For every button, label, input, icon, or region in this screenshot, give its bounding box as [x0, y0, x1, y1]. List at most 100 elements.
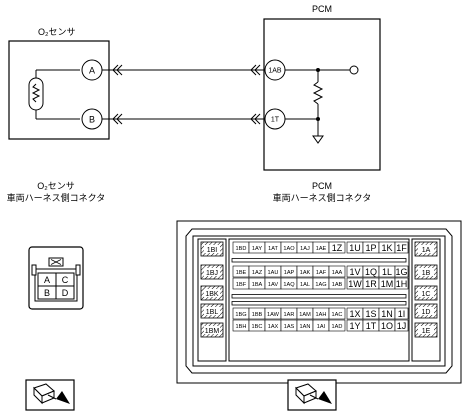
pcm-pin-label: 1AN [300, 324, 311, 330]
pcm-pin-label: 1AS [284, 324, 295, 330]
pcm-terminal-1ab-label: 1AB [268, 68, 282, 75]
pcm-left-pin-label-bg [204, 307, 220, 315]
o2-sensor-title: O₂センサ [38, 27, 76, 37]
pcm-connector-title-1: PCM [312, 181, 332, 191]
pcm-pin-cell [328, 277, 346, 290]
pcm-pin-cell [394, 241, 409, 254]
pcm-pin-label: 1I [398, 309, 406, 319]
pcm-pin-label: 1BE [236, 270, 247, 276]
o2-connector-title-2: 車両ハーネス側コネクタ [7, 192, 106, 203]
pcm-pin-cell [394, 265, 409, 278]
pcm-pin-label: 1AY [252, 246, 262, 252]
pcm-pin-label: 1AG [315, 282, 326, 288]
pcm-left-pin-label: 1BM [205, 328, 220, 335]
pcm-pin-cell [394, 277, 409, 290]
pcm-connector-title-2: 車両ハーネス側コネクタ [273, 192, 372, 203]
pcm-right-pin-label: 1A [422, 247, 431, 254]
pcm-left-pin-label-bg [204, 268, 220, 276]
pcm-left-pin-label-bg [204, 289, 220, 297]
pcm-pin-label: 1AP [284, 270, 295, 276]
sensor-terminal-a-label: A [89, 66, 95, 76]
pcm-pin-label: 1AK [300, 270, 311, 276]
pcm-pin-label: 1M [381, 279, 394, 289]
pcm-right-pin-label-bg [418, 307, 434, 315]
pcm-internal-circuit [285, 65, 359, 144]
pcm-pin-label: 1AF [316, 270, 327, 276]
pcm-left-side-pins: 1BI 1BJ 1BK 1BL 1BM [200, 241, 224, 338]
pcm-pin-label: 1AT [268, 246, 278, 252]
pcm-pin-cell [328, 307, 346, 320]
pcm-pin-label: 1AR [284, 312, 295, 318]
pcm-pin-label: 1H [396, 279, 408, 289]
pcm-pin-label: 1BB [252, 312, 263, 318]
o2-connector-title-1: O₂センサ [37, 181, 75, 191]
pcm-pin-label: 1AO [283, 246, 295, 252]
pcm-left-pin-label: 1BK [205, 291, 219, 298]
pcm-box [263, 18, 381, 171]
pcm-pin-label: 1BA [252, 282, 263, 288]
probe-hand-icon [25, 379, 75, 411]
pcm-pin-label: 1AC [332, 312, 343, 318]
pcm-pin-label: 1F [396, 243, 407, 253]
pcm-pin-label: 1AJ [300, 246, 310, 252]
pcm-pin-label: 1AX [268, 324, 279, 330]
sensor-terminal-b-label: B [89, 115, 95, 125]
pcm-pin-label: 1W [348, 279, 362, 289]
pcm-row-separators [231, 258, 407, 306]
pcm-pin-label: 1U [349, 243, 361, 253]
pcm-right-pin-label: 1E [422, 328, 431, 335]
pcm-left-pin-label-bg [204, 326, 220, 334]
pcm-right-pin-label-bg [418, 289, 434, 297]
o2-sensor-element-symbol [28, 69, 80, 120]
pcm-right-pin-label-bg [418, 268, 434, 276]
pcm-pin-label: 1Z [332, 243, 343, 253]
pcm-pin-label: 1P [365, 243, 376, 253]
pcm-pin-label: 1Q [365, 267, 377, 277]
pcm-pin-label: 1T [366, 321, 377, 331]
pcm-left-pin-label: 1BJ [206, 270, 218, 277]
pcm-left-pin-label: 1BL [206, 309, 219, 316]
pcm-pin-label: 1BH [236, 324, 247, 330]
pcm-left-pin-label: 1BI [207, 247, 218, 254]
pcm-pin-label: 1BF [236, 282, 247, 288]
pcm-pin-label: 1AZ [252, 270, 263, 276]
pcm-pin-label: 1Y [349, 321, 360, 331]
pcm-pin-label: 1N [381, 309, 393, 319]
pcm-title: PCM [312, 4, 332, 14]
pcm-right-pin-label: 1B [422, 270, 431, 277]
pcm-terminal-1t-label: 1T [271, 117, 280, 124]
pcm-pin-label: 1L [382, 267, 392, 277]
pcm-pin-label: 1AU [268, 270, 279, 276]
probe-hand-icon-pcm [287, 379, 337, 411]
pcm-right-pin-label-bg [418, 245, 434, 253]
pcm-pin-label: 1S [365, 309, 376, 319]
pcm-pin-label: 1R [365, 279, 377, 289]
pcm-pin-cell [328, 241, 346, 254]
pcm-pin-label: 1AL [300, 282, 310, 288]
pcm-pin-label: 1J [397, 321, 407, 331]
pcm-left-pin-label-bg [204, 245, 220, 253]
pcm-pin-label: 1AD [332, 324, 343, 330]
o2-pin-a: A [44, 275, 50, 285]
pcm-pin-label: 1AV [268, 282, 278, 288]
o2-sensor-box [8, 40, 110, 140]
pcm-pin-label: 1AA [332, 270, 343, 276]
pcm-pin-label: 1AQ [283, 282, 295, 288]
pcm-right-pin-label-bg [418, 326, 434, 334]
pcm-pin-label: 1AB [332, 282, 343, 288]
connector-chevrons [112, 64, 261, 125]
pcm-pin-label: 1O [381, 321, 393, 331]
pcm-pin-label: 1X [349, 309, 360, 319]
pcm-pin-label: 1BC [252, 324, 263, 330]
o2-pin-b: B [44, 288, 50, 298]
pcm-pin-label: 1BD [236, 246, 247, 252]
pcm-pin-label: 1K [381, 243, 392, 253]
o2-connector-face [28, 246, 84, 310]
pcm-pin-label: 1AH [316, 312, 327, 318]
pcm-pin-label: 1AM [299, 312, 311, 318]
pcm-pin-label: 1AW [267, 312, 280, 318]
pcm-right-pin-label: 1D [422, 309, 431, 316]
